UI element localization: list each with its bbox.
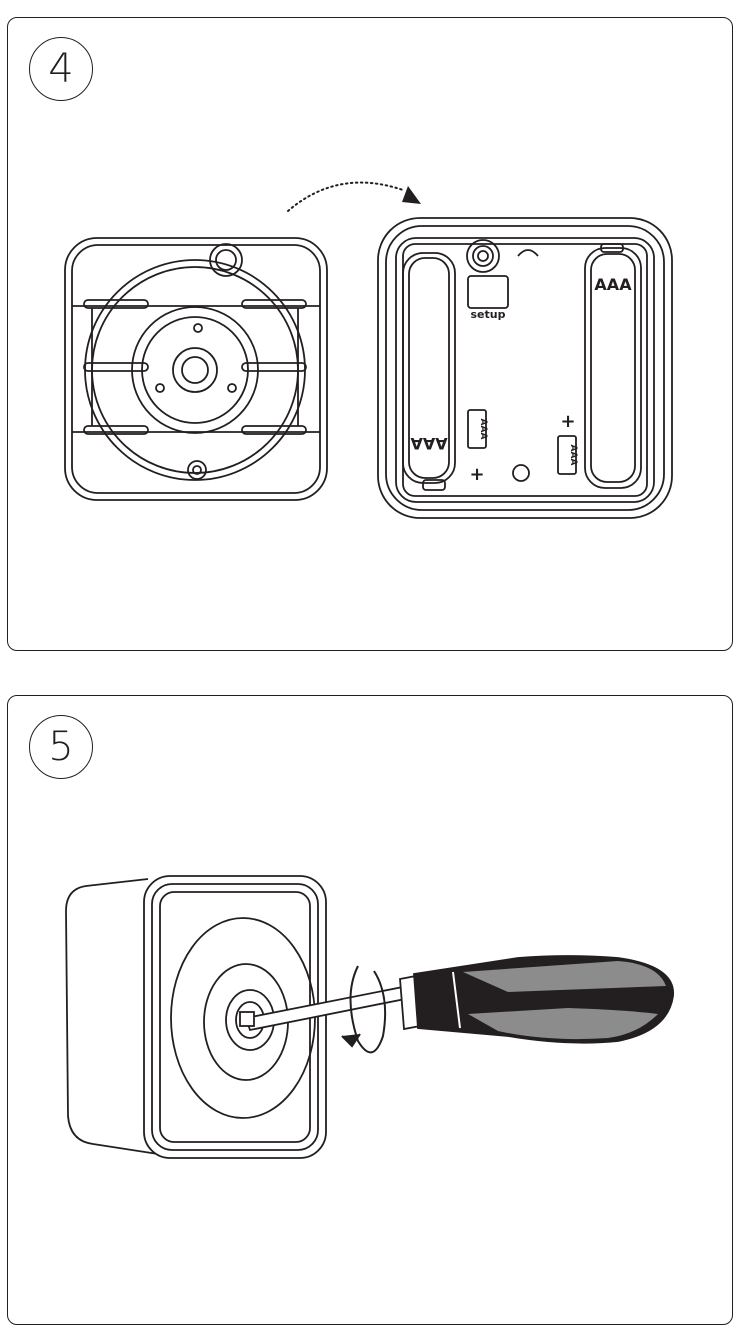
battery-compartment	[377, 217, 673, 519]
step-4-illustration: AAA AAA AAA AAA + + setup	[64, 181, 673, 519]
setup-label: setup	[471, 308, 506, 321]
battery-left-label: AAA	[410, 434, 448, 453]
battery-right	[584, 247, 642, 489]
battery-left	[402, 252, 456, 484]
device-body	[65, 875, 327, 1159]
step-4-panel: 4	[7, 17, 733, 651]
plus-left: +	[469, 464, 484, 485]
plus-right: +	[560, 411, 575, 432]
step-4-number: 4	[29, 37, 93, 101]
slot-right-label: AAA	[568, 445, 578, 466]
slot-left-label: AAA	[478, 419, 488, 440]
screwdriver-icon	[239, 955, 674, 1044]
dotted-curved-arrow-icon	[287, 181, 421, 212]
step-5-number: 5	[29, 715, 93, 779]
battery-right-label: AAA	[594, 275, 632, 294]
step-5-panel: 5	[7, 695, 733, 1325]
rotate-arrow-icon	[341, 965, 387, 1054]
step-5-illustration	[65, 875, 674, 1159]
mounting-plate	[64, 237, 328, 501]
